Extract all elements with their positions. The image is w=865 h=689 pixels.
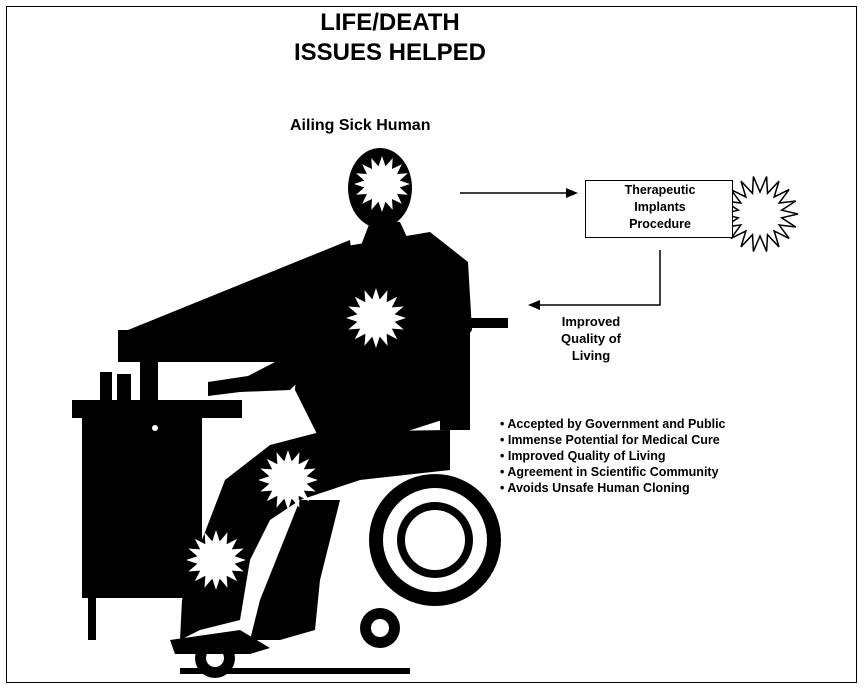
starburst-icon [346, 288, 406, 348]
procedure-line-3: Procedure [590, 216, 730, 233]
procedure-starburst-icon [722, 177, 798, 252]
benefit-item: • Avoids Unsafe Human Cloning [500, 480, 726, 496]
procedure-line-1: Therapeutic [590, 182, 730, 199]
arrow-to-procedure [460, 188, 578, 198]
starburst-icon [186, 530, 246, 590]
starburst-icon [354, 156, 410, 212]
arrow-to-outcome [528, 250, 660, 310]
benefit-item: • Immense Potential for Medical Cure [500, 432, 726, 448]
outcome-line-3: Living [545, 347, 637, 364]
benefit-item: • Improved Quality of Living [500, 448, 726, 464]
procedure-starburst-icon [722, 177, 798, 252]
starburst-icon [258, 450, 318, 510]
outcome-line-1: Improved [545, 313, 637, 330]
benefits-list: • Accepted by Government and Public • Im… [500, 416, 726, 496]
benefit-item: • Accepted by Government and Public [500, 416, 726, 432]
benefit-item: • Agreement in Scientific Community [500, 464, 726, 480]
procedure-line-2: Implants [590, 199, 730, 216]
procedure-label: Therapeutic Implants Procedure [590, 182, 730, 233]
outcome-line-2: Quality of [545, 330, 637, 347]
outcome-label: Improved Quality of Living [545, 313, 637, 364]
